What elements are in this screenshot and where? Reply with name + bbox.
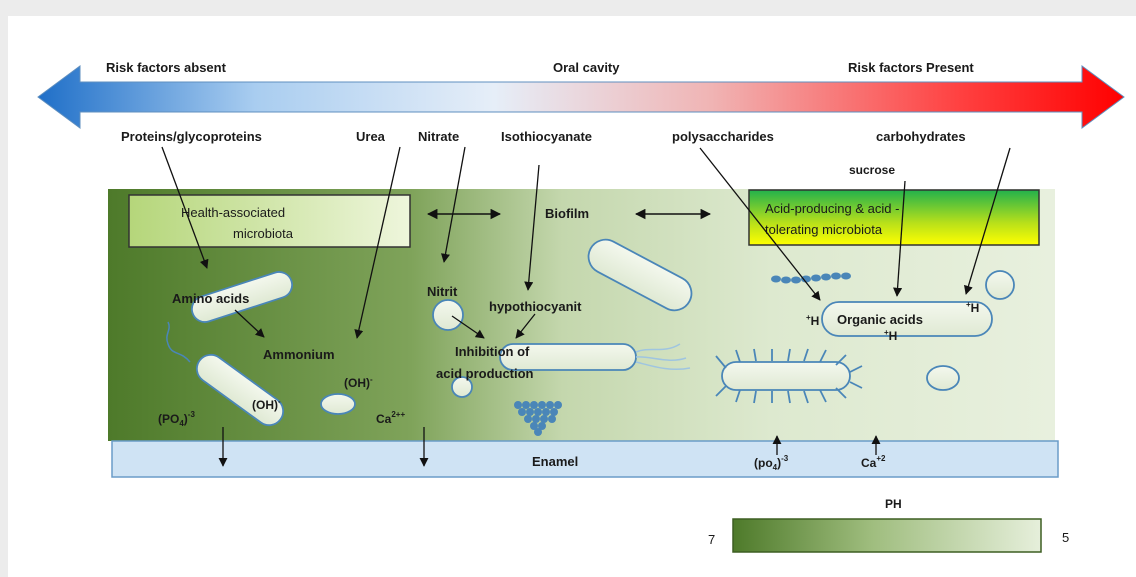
acid-box-line1: Acid-producing & acid - — [765, 201, 899, 216]
oh-label-2: (OH)- — [252, 397, 281, 412]
input-isothiocyanate: Isothiocyanate — [501, 129, 592, 144]
coccus-1 — [321, 394, 355, 414]
ammonium-label: Ammonium — [263, 347, 335, 362]
input-polysaccharides: polysaccharides — [672, 129, 774, 144]
risk-present-label: Risk factors Present — [848, 60, 974, 75]
coccus-5 — [927, 366, 959, 390]
ph-value-5: 5 — [1062, 530, 1069, 545]
input-carbohydrates: carbohydrates — [876, 129, 966, 144]
coccus-4 — [986, 271, 1014, 299]
hypothiocyanit-label: hypothiocyanit — [489, 299, 582, 314]
input-sucrose: sucrose — [849, 163, 895, 177]
ph-value-7: 7 — [708, 532, 715, 547]
health-box-line2: microbiota — [233, 226, 294, 241]
biofilm-label: Biofilm — [545, 206, 589, 221]
coccus-2 — [433, 300, 463, 330]
input-urea: Urea — [356, 129, 386, 144]
oh-label-1: (OH)- — [344, 375, 373, 390]
oral-cavity-label: Oral cavity — [553, 60, 620, 75]
input-nitrate: Nitrate — [418, 129, 459, 144]
organic-acids-label: Organic acids — [837, 312, 923, 327]
acid-box-line2: tolerating microbiota — [765, 222, 883, 237]
enamel-label: Enamel — [532, 454, 578, 469]
health-box-line1: Health-associated — [181, 205, 285, 220]
inhibition-line1: Inhibition of — [455, 344, 530, 359]
input-proteins: Proteins/glycoproteins — [121, 129, 262, 144]
enamel-layer — [112, 441, 1058, 477]
inhibition-line2: acid production — [436, 366, 534, 381]
risk-gradient-arrow — [38, 66, 1124, 128]
risk-absent-label: Risk factors absent — [106, 60, 227, 75]
nitrit-label: Nitrit — [427, 284, 458, 299]
ph-scale-bar — [733, 519, 1041, 552]
ph-title: PH — [885, 497, 902, 511]
amino-acids-label: Amino acids — [172, 291, 249, 306]
